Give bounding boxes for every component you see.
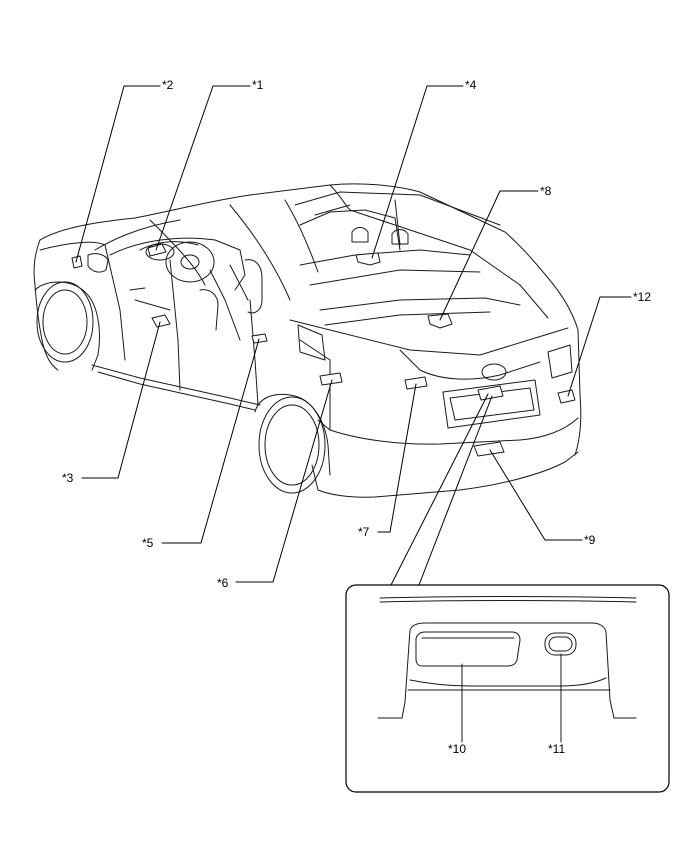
- component-8: [427, 313, 453, 329]
- callout-label-2: *2: [162, 78, 174, 92]
- component-7: [404, 376, 428, 390]
- callout-label-5: *5: [142, 536, 154, 550]
- callout-label-4: *4: [465, 78, 477, 92]
- inset-detail-panel: [345, 584, 670, 793]
- car-body-outline: [33, 183, 582, 498]
- leader-lines: [75, 85, 632, 586]
- callout-label-10: *10: [448, 742, 467, 756]
- callout-label-6: *6: [217, 576, 229, 590]
- inset-connector-right: [418, 395, 493, 586]
- leader-9: [489, 449, 583, 541]
- component-markers: [71, 243, 576, 457]
- leader-3: [81, 321, 161, 479]
- component-4: [355, 252, 381, 266]
- callout-label-1: *1: [252, 78, 264, 92]
- leader-1: [155, 85, 251, 251]
- inset-component-10-housing: [415, 631, 521, 667]
- callout-label-8: *8: [540, 184, 552, 198]
- callout-label-3: *3: [62, 471, 74, 485]
- leader-5: [161, 338, 260, 544]
- callout-label-9: *9: [584, 533, 596, 547]
- callout-label-12: *12: [633, 290, 652, 304]
- leader-4: [371, 85, 464, 259]
- inset-connector-left: [390, 393, 489, 586]
- leader-12: [567, 296, 632, 397]
- component-9: [473, 441, 505, 457]
- leader-6: [235, 379, 333, 583]
- component-3: [151, 314, 171, 328]
- component-12: [557, 389, 576, 404]
- leader-7: [377, 383, 417, 533]
- component-5: [251, 333, 268, 344]
- interior-outline: [109, 191, 521, 341]
- leader-2: [75, 85, 161, 263]
- callout-label-7: *7: [358, 525, 370, 539]
- component-10: [477, 385, 504, 401]
- callout-label-11: *11: [548, 742, 566, 756]
- component-6: [319, 372, 343, 386]
- leader-8: [439, 190, 539, 321]
- inset-frame: [345, 584, 670, 793]
